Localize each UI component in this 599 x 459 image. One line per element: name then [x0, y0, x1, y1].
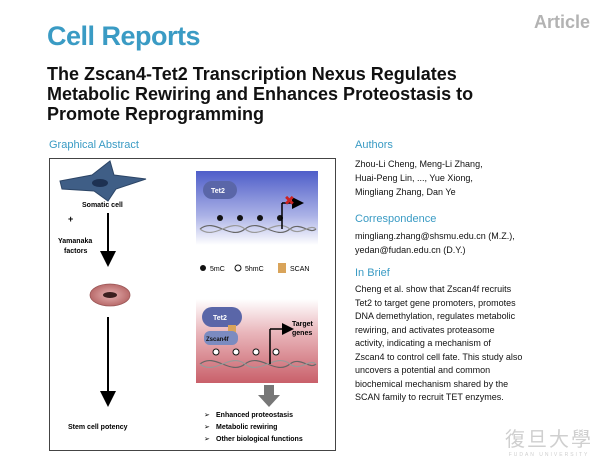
graphical-abstract: Somatic cell + Yamanaka factors Stem cel…	[49, 158, 336, 451]
in-brief-line: rewiring, and activates proteasome	[355, 324, 495, 335]
in-brief-line: biochemical mechanism shared by the	[355, 378, 509, 389]
legend-5mc: 5mC	[210, 266, 225, 273]
correspondence-list: mingliang.zhang@shsmu.edu.cn (M.Z.), yed…	[355, 229, 595, 257]
fudan-watermark: 復旦大學 FUDAN UNIVERSITY	[505, 423, 593, 458]
outcome-bullet-icon: ➢	[204, 423, 210, 431]
legend-5hmc: 5hmC	[245, 266, 264, 273]
outcome-bullet-icon: ➢	[204, 411, 210, 419]
in-brief-heading: In Brief	[355, 267, 390, 279]
graphical-abstract-figure: Somatic cell + Yamanaka factors Stem cel…	[58, 160, 318, 443]
author-line: Mingliang Zhang, Dan Ye	[355, 187, 456, 197]
zscan4f-protein	[204, 331, 238, 345]
title-line: Metabolic Rewiring and Enhances Proteost…	[47, 84, 474, 104]
yamanaka-label-2: factors	[64, 248, 87, 255]
in-brief-line: uncovers a potential and common	[355, 365, 491, 375]
legend-5hmc-icon	[234, 264, 242, 272]
in-brief-line: Tet2 to target gene promoters, promotes	[355, 297, 516, 308]
correspondence-email[interactable]: mingliang.zhang@shsmu.edu.cn (M.Z.),	[355, 231, 515, 241]
outcome-bullet-icon: ➢	[204, 435, 210, 443]
in-brief-line: Cheng et al. show that Zscan4f recruits	[355, 284, 512, 294]
title-line: The Zscan4-Tet2 Transcription Nexus Regu…	[47, 64, 457, 84]
target-genes-label: Target	[292, 321, 314, 328]
in-brief-line: Zscan4 to control cell fate. This study …	[355, 351, 523, 362]
watermark-chinese: 復旦大學	[505, 427, 593, 451]
tet2-protein	[202, 307, 242, 327]
authors-list: Zhou-Li Cheng, Meng-Li Zhang, Huai-Peng …	[355, 157, 595, 199]
tet2-protein	[203, 181, 237, 199]
author-line: Zhou-Li Cheng, Meng-Li Zhang,	[355, 159, 483, 169]
stem-cell-label: Stem cell potency	[68, 424, 128, 431]
article-type-label: Article	[533, 12, 590, 32]
legend-scan: SCAN	[290, 266, 309, 273]
tet2-top-label: Tet2	[211, 188, 225, 195]
graphical-abstract-heading: Graphical Abstract	[49, 139, 139, 151]
somatic-cell-label: Somatic cell	[82, 202, 123, 209]
gray-arrow-icon	[258, 385, 280, 407]
correspondence-heading: Correspondence	[355, 213, 437, 225]
target-genes-label-2: genes	[292, 330, 312, 337]
in-brief-line: activity, indicating a mechanism of	[355, 338, 491, 348]
outcome-item: Other biological functions	[216, 436, 303, 443]
authors-heading: Authors	[355, 139, 393, 151]
outcome-item: Enhanced proteostasis	[216, 412, 293, 419]
zscan4f-label: Zscan4f	[206, 337, 230, 343]
legend-5mc-icon	[200, 265, 206, 271]
plus-sign: +	[68, 214, 73, 224]
journal-name: Cell Reports	[47, 21, 201, 51]
paper-title: The Zscan4-Tet2 Transcription Nexus Regu…	[47, 64, 567, 124]
repress-x-icon: ✖	[284, 194, 295, 209]
tet2-bottom-label: Tet2	[213, 315, 227, 322]
in-brief-line: SCAN family to recruit TET enzymes.	[355, 392, 504, 402]
outcome-item: Metabolic rewiring	[216, 424, 277, 431]
title-line: Promote Reprogramming	[47, 104, 265, 124]
in-brief-line: DNA demethylation, regulates metabolic	[355, 311, 516, 321]
in-brief-text: Cheng et al. show that Zscan4f recruits …	[355, 283, 595, 405]
correspondence-email[interactable]: yedan@fudan.edu.cn (D.Y.)	[355, 245, 466, 255]
author-line: Huai-Peng Lin, ..., Yue Xiong,	[355, 173, 473, 183]
legend-scan-icon	[278, 263, 286, 273]
yamanaka-label: Yamanaka	[58, 238, 92, 245]
watermark-english: FUDAN UNIVERSITY	[508, 452, 590, 458]
